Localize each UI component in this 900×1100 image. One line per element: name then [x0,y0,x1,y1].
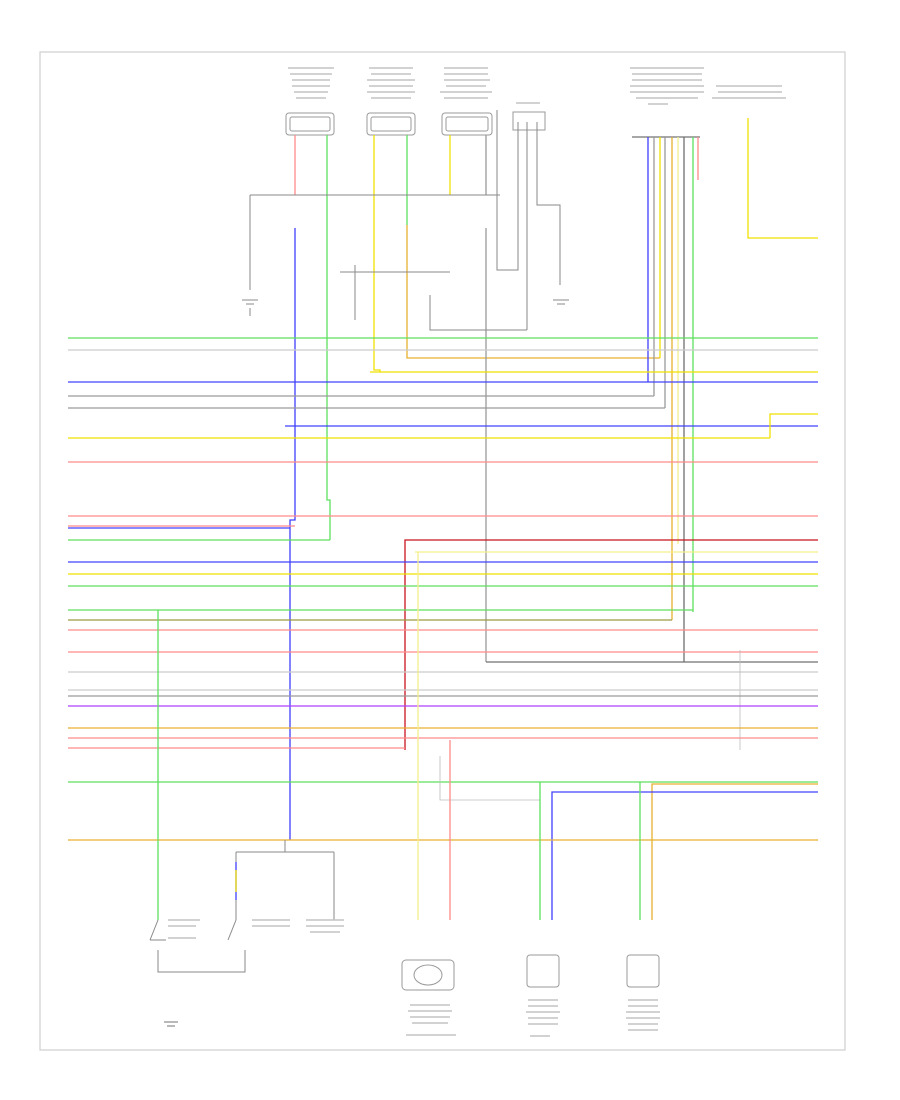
bottom-components [149,552,660,1037]
diagram-frame [39,51,846,1051]
harness-rows [68,337,818,920]
top-wires [242,110,818,840]
top-components [285,67,786,138]
